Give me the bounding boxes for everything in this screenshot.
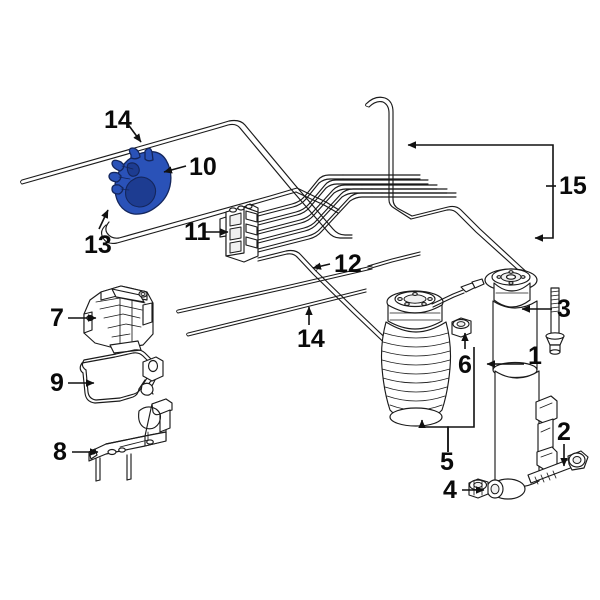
callout-label-4[interactable]: 4 xyxy=(443,476,457,504)
bolt-upper xyxy=(545,287,565,355)
callout-label-15[interactable]: 15 xyxy=(559,172,587,200)
hose-loop xyxy=(79,349,164,404)
leader-15a xyxy=(407,141,554,186)
leader-12 xyxy=(312,262,331,270)
leader-5b xyxy=(447,347,475,452)
compressor-valve-block xyxy=(83,285,154,354)
leader-10 xyxy=(163,165,187,174)
callout-label-6[interactable]: 6 xyxy=(458,351,472,379)
shock-absorber xyxy=(484,268,558,500)
callout-label-14-upper[interactable]: 14 xyxy=(104,106,132,134)
nut-air-spring xyxy=(451,317,472,338)
air-line-compressor-run xyxy=(176,265,373,314)
leader-15b xyxy=(534,186,554,242)
callout-label-1[interactable]: 1 xyxy=(528,342,542,370)
callout-label-8[interactable]: 8 xyxy=(53,438,67,466)
air-line-13 xyxy=(100,187,298,245)
callout-label-10[interactable]: 10 xyxy=(189,153,217,181)
air-spring-assembly xyxy=(380,278,485,427)
callout-label-5[interactable]: 5 xyxy=(440,448,454,476)
bolt-lower xyxy=(527,450,589,485)
callout-label-12[interactable]: 12 xyxy=(334,250,362,278)
air-line-14-lower xyxy=(186,288,367,337)
callout-label-7[interactable]: 7 xyxy=(50,304,64,332)
callout-label-14-lower[interactable]: 14 xyxy=(297,325,325,353)
callout-label-13[interactable]: 13 xyxy=(84,231,112,259)
callout-label-9[interactable]: 9 xyxy=(50,369,64,397)
callout-label-11[interactable]: 11 xyxy=(184,218,211,246)
callout-label-3[interactable]: 3 xyxy=(557,295,571,323)
leader-14-upper xyxy=(126,122,142,143)
air-line-crossing xyxy=(367,251,421,270)
connector-tube-fan xyxy=(257,174,383,253)
air-line-15-riser xyxy=(365,96,413,220)
highlighted-valve xyxy=(108,147,172,215)
connector-tube-fan-right xyxy=(342,174,457,198)
air-line-14-upper xyxy=(20,119,353,239)
leader-13 xyxy=(98,209,109,230)
callout-label-2[interactable]: 2 xyxy=(557,418,571,446)
